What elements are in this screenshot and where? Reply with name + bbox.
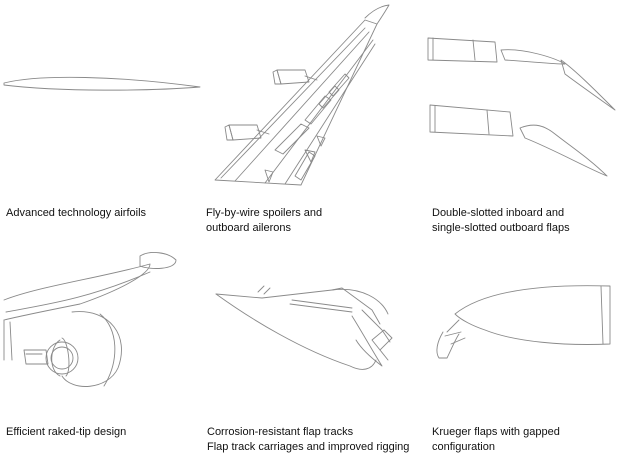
flaps-drawing (427, 37, 616, 177)
caption-flap-tracks: Corrosion-resistant flap tracks Flap tra… (207, 425, 409, 455)
caption-airfoils: Advanced technology airfoils (6, 206, 146, 221)
airfoil-drawing (3, 76, 201, 91)
raked-tip-wing-drawing (3, 252, 177, 387)
caption-line: outboard ailerons (206, 222, 292, 234)
caption-flaps: Double-slotted inboard and single-slotte… (432, 206, 570, 236)
caption-line: configuration (432, 441, 495, 453)
caption-line: Corrosion-resistant flap tracks (207, 426, 354, 438)
caption-line: Double-slotted inboard and (432, 207, 565, 219)
caption-line: Fly-by-wire spoilers and (206, 207, 323, 219)
caption-krueger: Krueger flaps with gapped configuration (432, 425, 560, 455)
caption-line: Krueger flaps with gapped (432, 426, 560, 438)
flap-track-drawing (215, 285, 393, 370)
caption-raked-tip: Efficient raked-tip design (6, 425, 126, 440)
krueger-flap-drawing (436, 285, 611, 359)
caption-line: Efficient raked-tip design (6, 426, 127, 438)
caption-line: Advanced technology airfoils (6, 207, 147, 219)
wing-spoilers-ailerons-drawing (214, 4, 390, 186)
caption-spoilers: Fly-by-wire spoilers and outboard ailero… (206, 206, 322, 236)
caption-line: single-slotted outboard flaps (432, 222, 570, 234)
caption-line: Flap track carriages and improved riggin… (207, 441, 410, 453)
